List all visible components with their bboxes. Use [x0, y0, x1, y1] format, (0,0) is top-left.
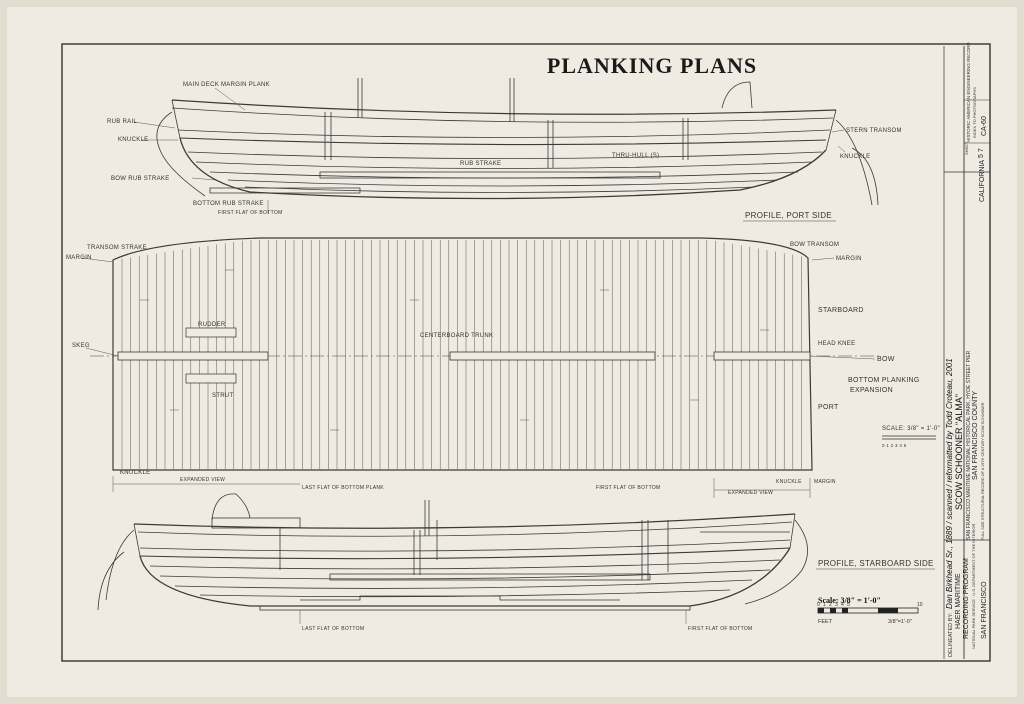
- small-scale-bar: SCALE: 3/8" = 1'-0" 0 1 2 3 4 5: [882, 426, 940, 448]
- scale-tick-label: 4: [841, 602, 844, 608]
- scale-tick-label: 5: [847, 602, 850, 608]
- label-rudder: RUDDER: [198, 322, 226, 328]
- svg-text:0 1 2 3 4 5: 0 1 2 3 4 5: [882, 443, 907, 448]
- label-skeg: SKEG: [72, 343, 90, 349]
- scale-tick-label: 3: [835, 602, 838, 608]
- label-margin-bottom: MARGIN: [814, 479, 836, 485]
- scale-tick-label: 10: [917, 602, 923, 608]
- svg-text:Scale: 3/8" = 1'-0": Scale: 3/8" = 1'-0": [818, 596, 881, 605]
- scale-tick-label: 1: [823, 602, 826, 608]
- svg-text:SHEET: SHEET: [964, 141, 969, 155]
- label-rub-strake: RUB STRAKE: [460, 161, 501, 167]
- label-first-flat-port: FIRST FLAT OF BOTTOM: [218, 210, 283, 216]
- scale-tick-label: 2: [829, 602, 832, 608]
- label-centerboard-trunk: CENTERBOARD TRUNK: [420, 333, 493, 339]
- label-margin-right: MARGIN: [836, 256, 862, 262]
- svg-text:SAN FRANCISCO: SAN FRANCISCO: [981, 581, 988, 639]
- label-bow: BOW: [877, 356, 895, 363]
- svg-text:INDEX TO PHOTOGRAPHS: INDEX TO PHOTOGRAPHS: [972, 87, 977, 138]
- label-knuckle-bow: KNUCKLE: [118, 137, 148, 143]
- label-last-flat-starboard: LAST FLAT OF BOTTOM: [302, 626, 364, 632]
- svg-text:CA-60: CA-60: [981, 116, 988, 136]
- svg-text:DELINEATED BY:: DELINEATED BY:: [948, 612, 954, 657]
- label-thru-hull: THRU-HULL (S): [612, 153, 659, 159]
- label-strut: STRUT: [212, 393, 234, 399]
- svg-text:Dan Birkhead Sr., 1889 / scann: Dan Birkhead Sr., 1889 / scanned / refor…: [945, 358, 954, 609]
- label-first-flat-starboard: FIRST FLAT OF BOTTOM: [688, 626, 753, 632]
- label-knuckle-right: KNUCKLE: [776, 479, 802, 485]
- label-rub-rail: RUB RAIL: [107, 119, 137, 125]
- label-transom-strake: TRANSOM STRAKE: [87, 245, 147, 251]
- label-head-knee: HEAD KNEE: [818, 341, 855, 347]
- label-expanded-view-right: EXPANDED VIEW: [728, 490, 773, 496]
- title-block: DELINEATED BY: Dan Birkhead Sr., 1889 / …: [943, 42, 990, 659]
- svg-text:SCOW SCHOONER "ALMA": SCOW SCHOONER "ALMA": [954, 394, 964, 510]
- label-knuckle-left: KNUCKLE: [120, 470, 150, 476]
- label-expanded-view-left: EXPANDED VIEW: [180, 477, 225, 483]
- label-knuckle-stern: KNUCKLE: [840, 154, 870, 160]
- svg-text:NATIONAL PARK SERVICE · U.S. D: NATIONAL PARK SERVICE · U.S. DEPARTMENT …: [971, 524, 976, 649]
- profile-port-drawing: [156, 78, 879, 206]
- label-bottom-rub-strake: BOTTOM RUB STRAKE: [193, 201, 264, 207]
- sheet-border: [61, 43, 991, 662]
- bottom-planking-drawing: [90, 237, 880, 498]
- scale-tick-label: 0: [817, 602, 820, 608]
- label-first-flat-bottom: FIRST FLAT OF BOTTOM: [596, 485, 661, 491]
- label-main-deck-margin: MAIN DECK MARGIN PLANK: [183, 82, 270, 88]
- svg-text:SAN FRANCISCO COUNTY: SAN FRANCISCO COUNTY: [972, 391, 979, 480]
- label-stern-transom: STERN TRANSOM: [846, 128, 902, 134]
- caption-bottom-line2: EXPANSION: [850, 387, 893, 394]
- svg-text:5 7: 5 7: [978, 148, 985, 158]
- svg-text:SCALE: 3/8" = 1'-0": SCALE: 3/8" = 1'-0": [882, 426, 940, 432]
- svg-text:HISTORIC AMERICAN ENGINEERING: HISTORIC AMERICAN ENGINEERING RECORD: [966, 42, 971, 142]
- label-bow-transom: BOW TRANSOM: [790, 242, 839, 248]
- svg-text:RECORDING PROGRAM: RECORDING PROGRAM: [963, 558, 970, 639]
- label-bow-rub-strake: BOW RUB STRAKE: [111, 176, 170, 182]
- svg-text:3/8"=1'-0": 3/8"=1'-0": [888, 619, 912, 625]
- caption-profile-port: PROFILE, PORT SIDE: [745, 211, 832, 220]
- caption-profile-starboard: PROFILE, STARBOARD SIDE: [818, 559, 934, 568]
- label-margin-left: MARGIN: [66, 255, 92, 261]
- drawing-title: PLANKING PLANS: [547, 53, 757, 78]
- label-starboard: STARBOARD: [818, 307, 864, 314]
- svg-text:CALIFORNIA: CALIFORNIA: [979, 160, 986, 202]
- svg-text:SAN FRANCISCO MARITIME NATIONA: SAN FRANCISCO MARITIME NATIONAL HISTORIC…: [966, 350, 972, 540]
- svg-text:FULL SIZE STRUCTURAL RECORD OF: FULL SIZE STRUCTURAL RECORD OF A 19TH CE…: [981, 402, 985, 540]
- label-port: PORT: [818, 404, 839, 411]
- label-last-flat-bottom: LAST FLAT OF BOTTOM PLANK: [302, 485, 384, 491]
- svg-text:FEET: FEET: [818, 619, 833, 625]
- profile-starboard-drawing: [97, 493, 808, 611]
- caption-bottom-line1: BOTTOM PLANKING: [848, 377, 920, 384]
- svg-text:HAER MARITIME: HAER MARITIME: [955, 573, 962, 629]
